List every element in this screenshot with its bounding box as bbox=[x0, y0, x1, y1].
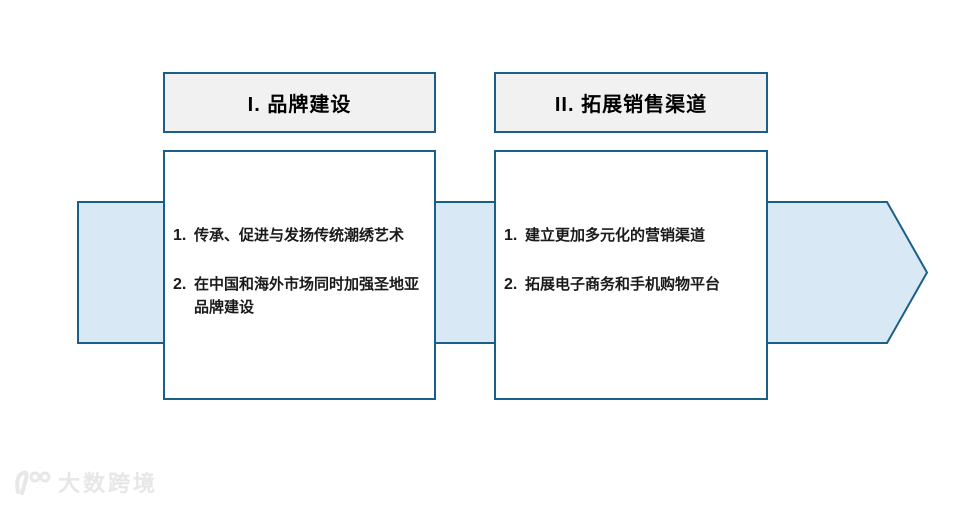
header-box-brand-building: I. 品牌建设 bbox=[163, 72, 436, 133]
list-item-text: 在中国和海外市场同时加强圣地亚品牌建设 bbox=[194, 276, 420, 316]
header-box-sales-channels: II. 拓展销售渠道 bbox=[494, 72, 768, 133]
list-item: 2. 拓展电子商务和手机购物平台 bbox=[504, 273, 758, 296]
header-title: II. 拓展销售渠道 bbox=[554, 94, 708, 116]
list-item: 2. 在中国和海外市场同时加强圣地亚品牌建设 bbox=[173, 273, 426, 319]
dashu-kuajing-logo-icon bbox=[15, 470, 51, 495]
list-item-text: 传承、促进与发扬传统潮绣艺术 bbox=[194, 227, 405, 244]
list-item: 1. 传承、促进与发扬传统潮绣艺术 bbox=[173, 224, 426, 247]
watermark-text: 大数跨境 bbox=[58, 471, 159, 496]
list-item-number: 1. bbox=[173, 227, 187, 244]
list-item-number: 1. bbox=[504, 227, 518, 244]
header-title: I. 品牌建设 bbox=[247, 94, 352, 116]
content-box-sales-channels: 1. 建立更加多元化的营销渠道 2. 拓展电子商务和手机购物平台 bbox=[494, 150, 768, 400]
list-item-number: 2. bbox=[504, 276, 518, 293]
content-box-brand-building: 1. 传承、促进与发扬传统潮绣艺术 2. 在中国和海外市场同时加强圣地亚品牌建设 bbox=[163, 150, 436, 400]
watermark: 大数跨境 bbox=[10, 466, 158, 498]
list-item-text: 建立更加多元化的营销渠道 bbox=[525, 227, 706, 244]
list-item-number: 2. bbox=[173, 276, 187, 293]
list-item-text: 拓展电子商务和手机购物平台 bbox=[525, 276, 721, 293]
list-item: 1. 建立更加多元化的营销渠道 bbox=[504, 224, 758, 247]
